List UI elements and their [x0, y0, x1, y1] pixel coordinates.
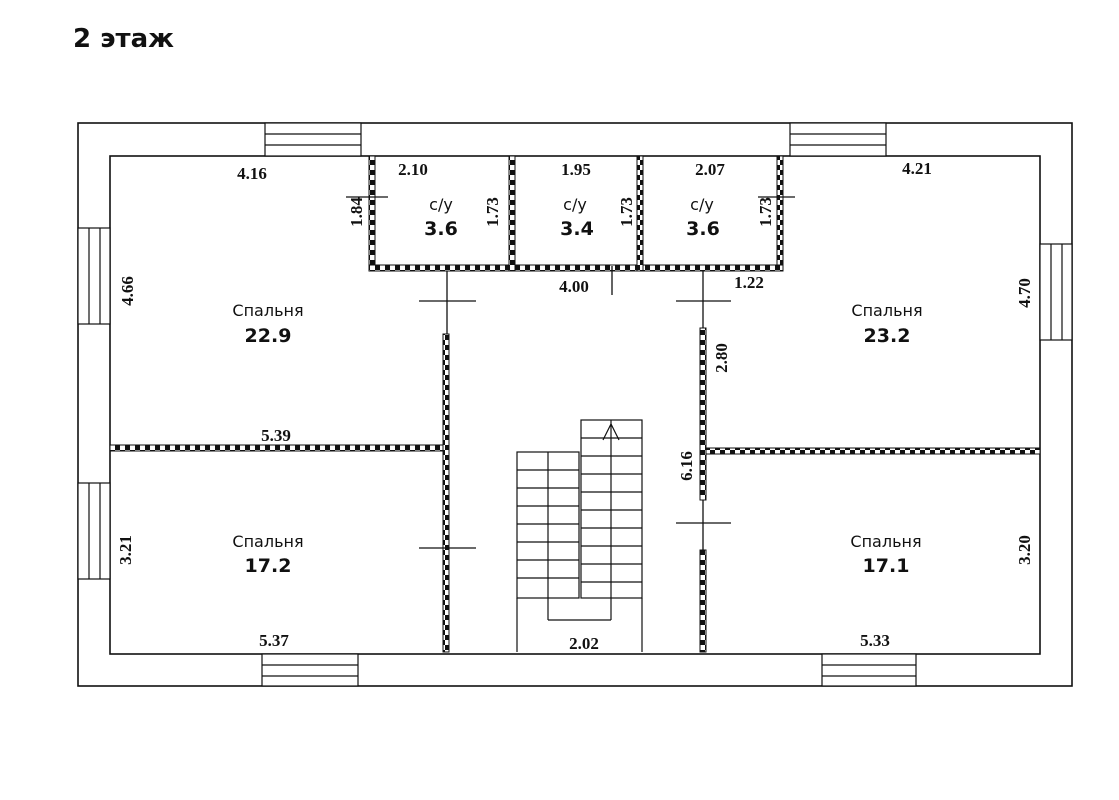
dim-bath3-top: 2.07 [695, 160, 725, 179]
dim-stair-bottom: 2.02 [569, 634, 599, 653]
room-name-bedroom-top-right: Спальня [851, 301, 922, 320]
room-name-bath-1: с/у [429, 195, 453, 214]
dim-br-right: 3.20 [1015, 535, 1034, 565]
room-area-bedroom-bottom-right: 17.1 [863, 555, 910, 577]
window-right-upper [1039, 243, 1073, 341]
stair-arrow-icon [602, 422, 620, 441]
window-left-lower [77, 482, 111, 580]
room-labels: Спальня 22.9 Спальня 23.2 Спальня 17.2 С… [232, 195, 922, 577]
window-top-left [264, 122, 362, 157]
room-area-bath-3: 3.6 [686, 218, 720, 240]
dim-tl-top: 4.16 [237, 164, 267, 183]
room-area-bedroom-top-right: 23.2 [864, 325, 911, 347]
staircase [516, 419, 643, 652]
room-name-bedroom-bottom-left: Спальня [232, 532, 303, 551]
dim-br-bottom: 5.33 [860, 631, 890, 650]
room-area-bedroom-bottom-left: 17.2 [245, 555, 292, 577]
dim-bl-top: 5.39 [261, 426, 291, 445]
window-top-right [789, 122, 887, 157]
window-bottom-right [821, 653, 917, 687]
dim-bath3-right: 1.73 [756, 197, 775, 227]
room-name-bath-3: с/у [690, 195, 714, 214]
dim-hall-top: 4.00 [559, 277, 589, 296]
dim-tl-left: 4.66 [118, 276, 137, 306]
windows [77, 122, 1073, 687]
dim-bath1-top: 2.10 [398, 160, 428, 179]
opening-marks [346, 196, 795, 550]
dim-bath2-top: 1.95 [561, 160, 591, 179]
dim-bl-left: 3.21 [116, 535, 135, 565]
dim-bath2-right: 1.73 [617, 197, 636, 227]
dim-bath1-left: 1.84 [347, 197, 366, 227]
window-bottom-left [261, 653, 359, 687]
dim-hall-right: 1.22 [734, 273, 764, 292]
room-area-bath-2: 3.4 [560, 218, 594, 240]
dim-bath1-right: 1.73 [483, 197, 502, 227]
dim-corridor-upper: 2.80 [712, 343, 731, 373]
room-name-bath-2: с/у [563, 195, 587, 214]
room-name-bedroom-top-left: Спальня [232, 301, 303, 320]
exterior-walls [77, 122, 1073, 687]
room-area-bath-1: 3.6 [424, 218, 458, 240]
interior-walls [109, 155, 1041, 653]
dim-tr-right: 4.70 [1015, 278, 1034, 308]
window-left-upper [77, 227, 111, 325]
room-name-bedroom-bottom-right: Спальня [850, 532, 921, 551]
dimension-labels: 4.16 2.10 1.95 2.07 4.21 4.00 1.22 5.39 … [116, 159, 1034, 653]
dim-tr-top: 4.21 [902, 159, 932, 178]
dim-bl-bottom: 5.37 [259, 631, 289, 650]
floor-title: 2 этаж [73, 24, 175, 54]
room-area-bedroom-top-left: 22.9 [245, 325, 292, 347]
dim-corridor-lower: 6.16 [677, 451, 696, 481]
